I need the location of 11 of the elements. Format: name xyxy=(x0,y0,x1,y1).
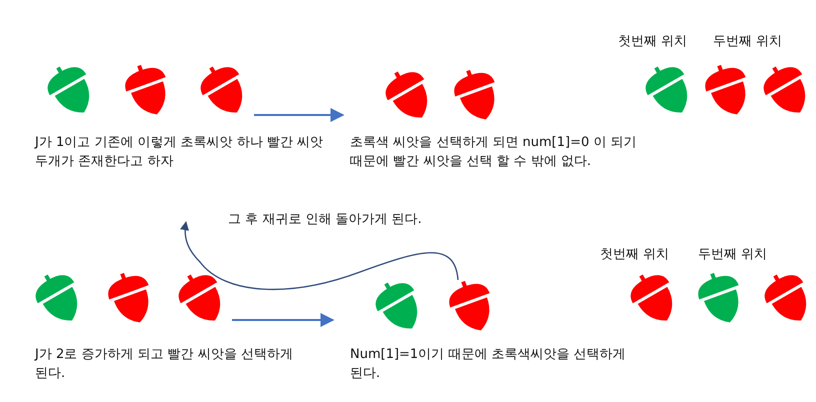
arrow xyxy=(232,313,334,327)
arrow xyxy=(254,108,344,122)
caption-text: J가 2로 증가하게 되고 빨간 씨앗을 선택하게 된다. xyxy=(35,346,294,383)
position-label: 첫번째 위치 xyxy=(600,246,670,264)
caption-text: J가 1이고 기존에 이렇게 초록씨앗 하나 빨간 씨앗 두개가 존재한다고 하자 xyxy=(35,134,324,171)
arrow xyxy=(180,221,459,290)
position-label: 두번째 위치 xyxy=(698,246,768,264)
caption-text: Num[1]=1이기 때문에 초록색씨앗을 선택하게 된다. xyxy=(350,346,627,383)
position-label: 첫번째 위치 xyxy=(618,33,688,51)
position-label: 두번째 위치 xyxy=(713,33,782,51)
caption-text: 초록색 씨앗을 선택하게 되면 num[1]=0 이 되기 때문에 빨간 씨앗을 선택 할 수 밖에 없다. xyxy=(350,134,638,171)
